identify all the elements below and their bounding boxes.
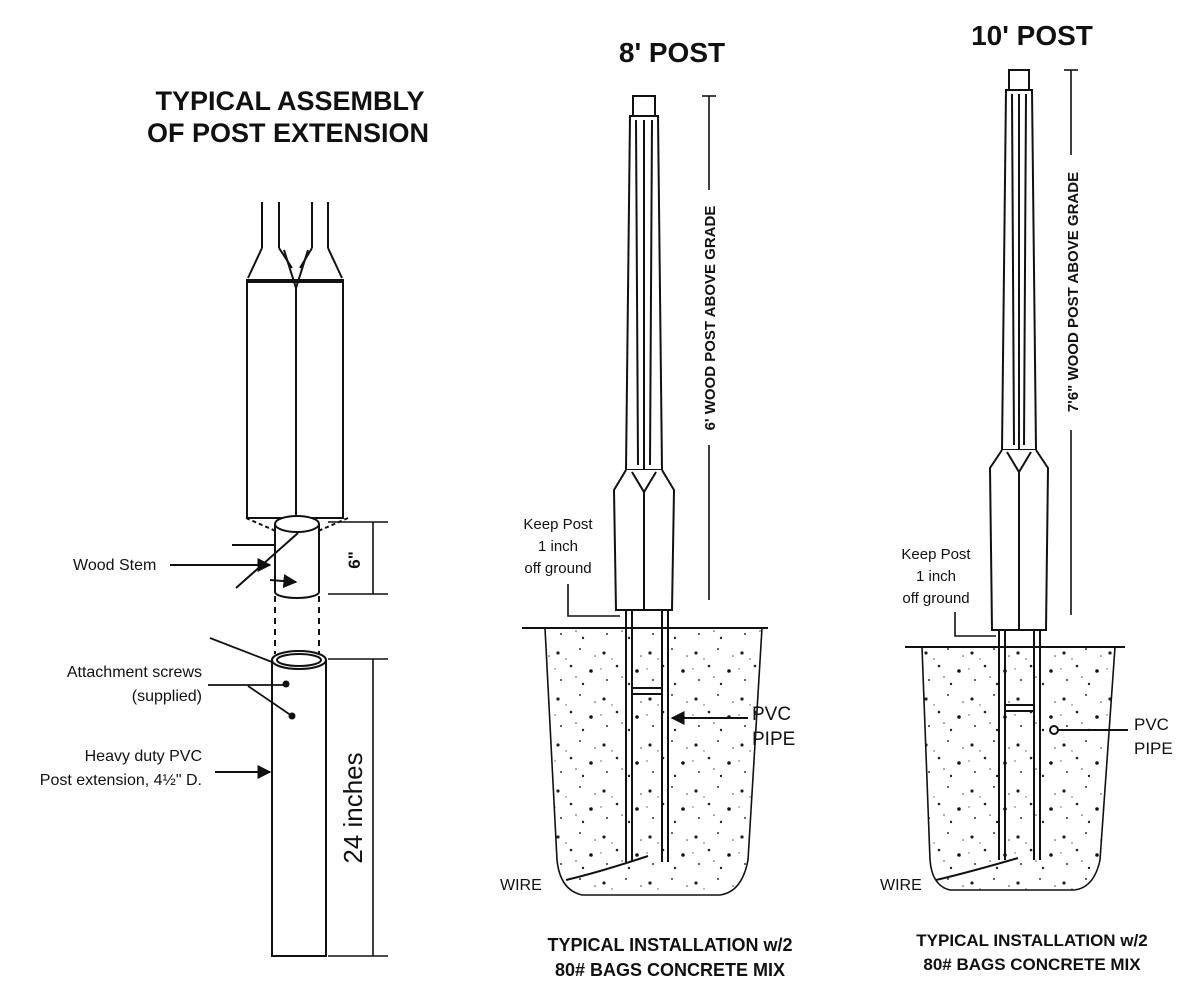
keep-post-leader-8ft — [567, 584, 620, 617]
caption-10ft-line1: TYPICAL INSTALLATION w/2 — [916, 931, 1147, 950]
post-8ft-title: 8' POST — [619, 37, 725, 68]
height-dimension-10ft — [1064, 69, 1078, 615]
keep-post-8ft-line3: off ground — [524, 560, 591, 577]
wire-label-10ft: WIRE — [880, 877, 922, 894]
height-dimension-8ft — [702, 95, 716, 600]
screws-leader-lines — [208, 637, 293, 717]
wire-label-8ft: WIRE — [500, 877, 542, 894]
wood-post-10ft — [988, 69, 1050, 631]
wood-stem — [245, 515, 349, 599]
assembly-title-line1: TYPICAL ASSEMBLY — [155, 86, 424, 116]
pvc-pipe-8ft — [625, 610, 669, 862]
pvc-pipe-marker-10ft — [1049, 725, 1059, 735]
pvc-pipe-label-8ft-line1: PVC — [752, 704, 791, 725]
wood-stem-label: Wood Stem — [73, 557, 156, 574]
keep-post-8ft-line1: Keep Post — [523, 516, 593, 533]
wood-post — [246, 202, 344, 519]
pvc-extension-label-line2: Post extension, 4½" D. — [40, 772, 202, 789]
concrete-footing-10ft — [921, 646, 1116, 891]
wire-8ft — [565, 855, 649, 881]
height-label-8ft: 6' WOOD POST ABOVE GRADE — [702, 206, 719, 431]
caption-8ft-line2: 80# BAGS CONCRETE MIX — [555, 960, 785, 980]
assembly-section: TYPICAL ASSEMBLY OF POST EXTENSION — [40, 86, 429, 957]
assembly-title-line2: OF POST EXTENSION — [147, 118, 429, 148]
post-10ft-section: 10' POST 7'6" WOOD POST ABOVE GRAD — [880, 20, 1173, 974]
keep-post-10ft-line2: 1 inch — [916, 568, 956, 585]
attachment-screws-label-line2: (supplied) — [132, 688, 202, 705]
pvc-extension-label-line1: Heavy duty PVC — [85, 748, 202, 765]
keep-post-10ft-line1: Keep Post — [901, 546, 971, 563]
post-8ft-section: 8' POST 6' WOO — [500, 37, 795, 980]
caption-8ft-line1: TYPICAL INSTALLATION w/2 — [547, 935, 792, 955]
attachment-screws-label-line1: Attachment screws — [67, 664, 202, 681]
keep-post-leader-10ft — [954, 612, 996, 637]
keep-post-8ft-line2: 1 inch — [538, 538, 578, 555]
wire-10ft — [935, 857, 1019, 881]
pvc-pipe-label-10ft-line2: PIPE — [1134, 739, 1173, 758]
pvc-pipe-10ft — [998, 630, 1041, 860]
caption-10ft-line2: 80# BAGS CONCRETE MIX — [923, 955, 1141, 974]
pvc-extension — [271, 650, 327, 957]
height-label-10ft: 7'6" WOOD POST ABOVE GRADE — [1065, 172, 1082, 412]
pvc-pipe-label-8ft-line2: PIPE — [752, 729, 795, 750]
keep-post-10ft-line3: off ground — [902, 590, 969, 607]
length-dimension-line — [328, 658, 388, 957]
concrete-footing-8ft — [544, 627, 763, 896]
stem-dimension-label: 6" — [345, 551, 364, 569]
length-dimension-label: 24 inches — [338, 752, 368, 863]
stem-insertion-guide — [274, 596, 320, 654]
pvc-pipe-label-10ft-line1: PVC — [1134, 715, 1169, 734]
wood-post-8ft — [612, 95, 676, 611]
stem-dimension-line — [328, 521, 388, 595]
wood-stem-arrows — [170, 532, 299, 589]
post-10ft-title: 10' POST — [971, 20, 1093, 51]
